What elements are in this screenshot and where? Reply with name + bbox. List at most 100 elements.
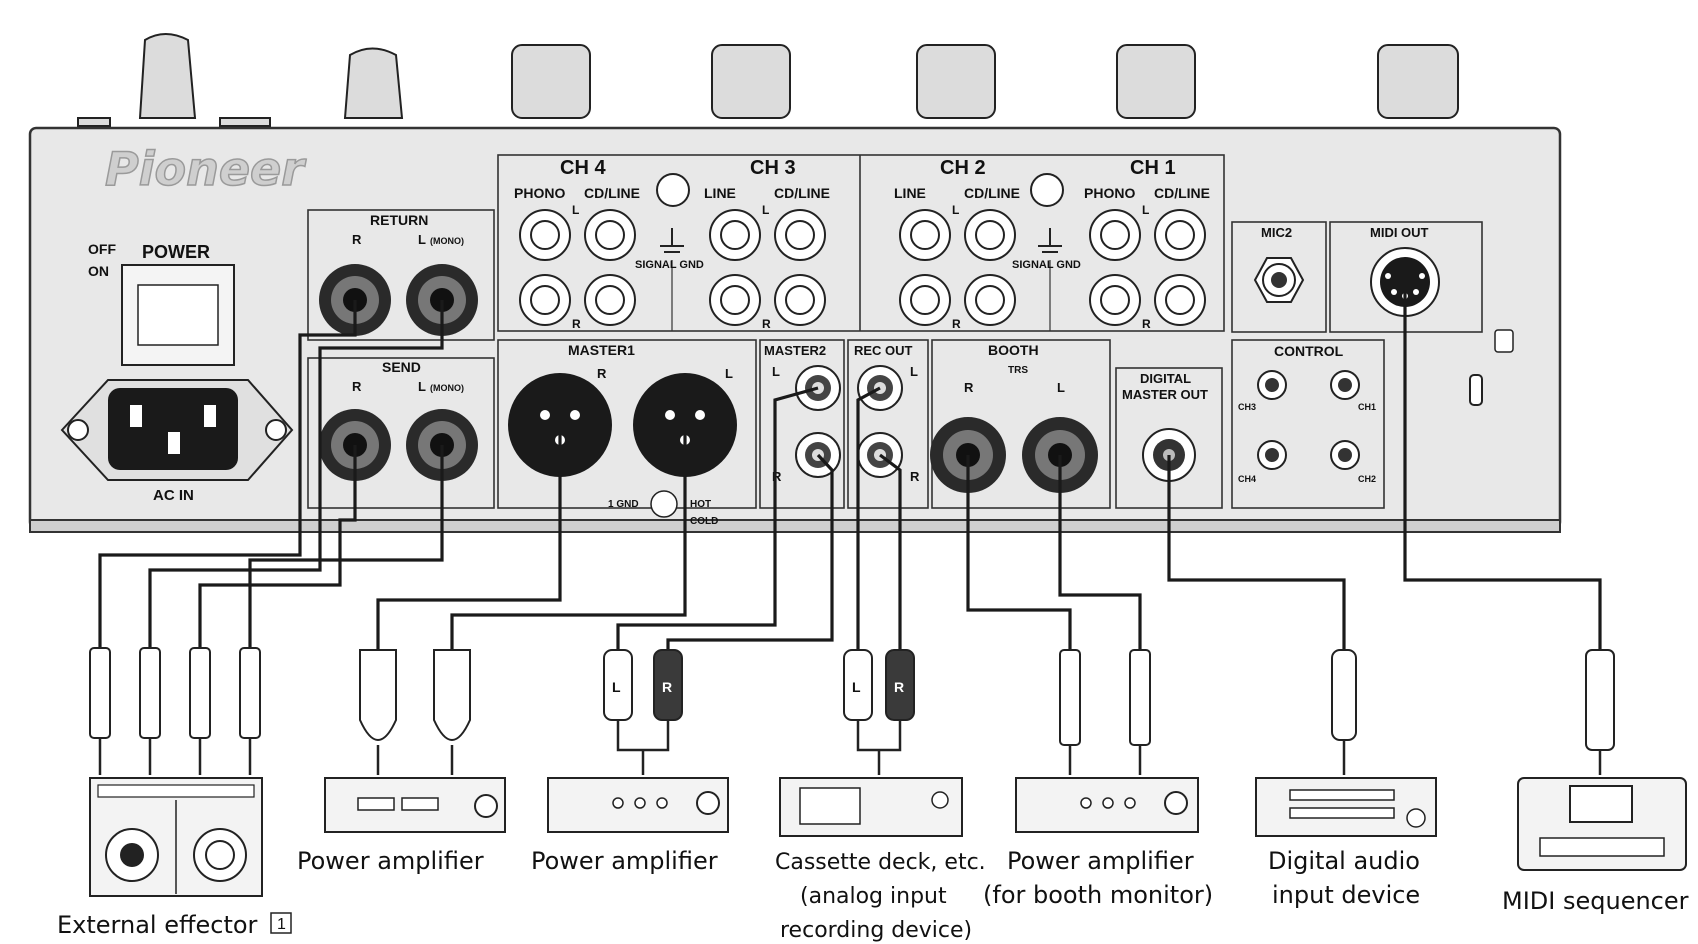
rca-input-jack-inner — [785, 285, 815, 315]
plug-l-label-1: L — [612, 679, 621, 695]
control-ch1-label: CH1 — [1358, 402, 1376, 412]
send-r-label: R — [352, 379, 362, 394]
signal-gnd-label-2: SIGNAL GND — [1012, 259, 1081, 271]
channel-r-label: R — [952, 317, 961, 331]
rec-out-box — [847, 339, 929, 509]
power-section: OFF ON POWER — [88, 241, 235, 366]
rca-input-jack-inner — [1100, 285, 1130, 315]
rca-input-jack-inner — [530, 220, 560, 250]
channel-l-label: L — [952, 203, 959, 217]
return-mono-label: (MONO) — [430, 236, 464, 246]
send-title: SEND — [382, 359, 421, 375]
channel-title: CH 3 — [750, 157, 796, 179]
control-jacks[interactable] — [1257, 370, 1360, 470]
power-off-label: OFF — [88, 241, 116, 257]
rca-input-jack-inner — [530, 285, 560, 315]
channel-input1-label: PHONO — [514, 185, 565, 201]
channel-r-label: R — [1142, 317, 1151, 331]
booth-amp-label-1: Power amplifier — [1007, 847, 1194, 875]
power-amplifier-label-2: Power amplifier — [531, 847, 718, 875]
power-amplifier-device-2 — [547, 777, 729, 833]
booth-box — [931, 339, 1111, 509]
send-l-label: L — [418, 379, 426, 394]
rec-out-r-label: R — [910, 469, 920, 484]
send-box — [307, 357, 495, 509]
rca-input-jack-inner — [910, 220, 940, 250]
channel-input1-label: LINE — [704, 185, 736, 201]
power-amplifier-device — [324, 777, 506, 833]
master1-hot-label: HOT — [690, 499, 711, 510]
kensington-lock-icon — [1469, 329, 1514, 406]
master1-box — [497, 339, 757, 509]
channel-input1-label: PHONO — [1084, 185, 1135, 201]
rca-input-jack-inner — [1100, 220, 1130, 250]
control-ch2-label: CH2 — [1358, 474, 1376, 484]
digital-device-label-1: Digital audio — [1268, 847, 1420, 875]
master1-gnd-label: 1 GND — [608, 499, 639, 510]
channel-group: CH 4 PHONO CD/LINE L R CH 3 LINE CD/LINE L R CH 2 L… — [514, 157, 1210, 331]
rca-input-jack-inner — [975, 285, 1005, 315]
booth-power-amplifier-device — [1015, 777, 1199, 833]
effector-note-number: 1 — [277, 916, 286, 933]
mic2-label: MIC2 — [1261, 225, 1292, 240]
digital-out-label-1: DIGITAL — [1140, 371, 1191, 386]
booth-title: BOOTH — [988, 342, 1039, 358]
power-on-label: ON — [88, 263, 109, 279]
master2-l-label: L — [772, 364, 780, 379]
gnd-screw-1 — [656, 173, 690, 207]
cables — [98, 282, 1602, 650]
plugs — [89, 647, 1615, 751]
ac-inlet[interactable] — [60, 379, 294, 481]
power-label: POWER — [142, 242, 210, 262]
control-box — [1231, 339, 1385, 509]
return-title: RETURN — [370, 212, 428, 228]
rec-out-title: REC OUT — [854, 343, 913, 358]
channel-r-label: R — [572, 317, 581, 331]
channel-inputs-box — [497, 154, 1225, 332]
device-leads — [98, 720, 1602, 775]
mic2-jack[interactable] — [1253, 257, 1305, 303]
channel-l-label: L — [572, 203, 579, 217]
master2-box — [759, 339, 845, 509]
digital-out-label-2: MASTER OUT — [1122, 387, 1208, 402]
plug-r-label-1: R — [662, 679, 672, 695]
rca-input-jack-inner — [720, 220, 750, 250]
cassette-label-2: (analog input — [800, 884, 947, 909]
channel-title: CH 2 — [940, 157, 986, 179]
channel-input2-label: CD/LINE — [964, 185, 1020, 201]
master1-cold-label: COLD — [690, 516, 718, 527]
channel-r-label: R — [762, 317, 771, 331]
channel-title: CH 4 — [560, 157, 606, 179]
rca-input-jack-inner — [595, 220, 625, 250]
booth-trs-label: TRS — [1008, 365, 1028, 376]
signal-gnd-label-1: SIGNAL GND — [635, 259, 704, 271]
cassette-deck-device — [779, 777, 963, 837]
channel-input2-label: CD/LINE — [584, 185, 640, 201]
return-l-label: L — [418, 232, 426, 247]
external-effector-label: External effector — [57, 911, 258, 939]
rca-input-jack-inner — [595, 285, 625, 315]
channel-input2-label: CD/LINE — [774, 185, 830, 201]
midi-sequencer-device — [1517, 777, 1687, 871]
rca-input-jack-inner — [910, 285, 940, 315]
control-ch4-label: CH4 — [1238, 474, 1256, 484]
plug-r-label-2: R — [894, 679, 904, 695]
external-effector-device — [89, 777, 263, 897]
digital-audio-device — [1255, 777, 1437, 837]
ac-in-label: AC IN — [153, 487, 194, 504]
mic2-box — [1231, 221, 1327, 333]
gnd-screw-2 — [1030, 173, 1064, 207]
master2-title: MASTER2 — [764, 343, 826, 358]
booth-amp-label-2: (for booth monitor) — [983, 881, 1213, 909]
brand-logo: Pioneer — [105, 142, 307, 196]
rca-input-jack-inner — [975, 220, 1005, 250]
control-title: CONTROL — [1274, 343, 1344, 359]
ground-icon — [660, 228, 1062, 253]
plug-l-label-2: L — [852, 679, 861, 695]
return-r-label: R — [352, 232, 362, 247]
rca-input-jack-inner — [1165, 220, 1195, 250]
channel-input1-label: LINE — [894, 185, 926, 201]
return-box — [307, 209, 495, 341]
rca-input-jack-inner — [785, 220, 815, 250]
